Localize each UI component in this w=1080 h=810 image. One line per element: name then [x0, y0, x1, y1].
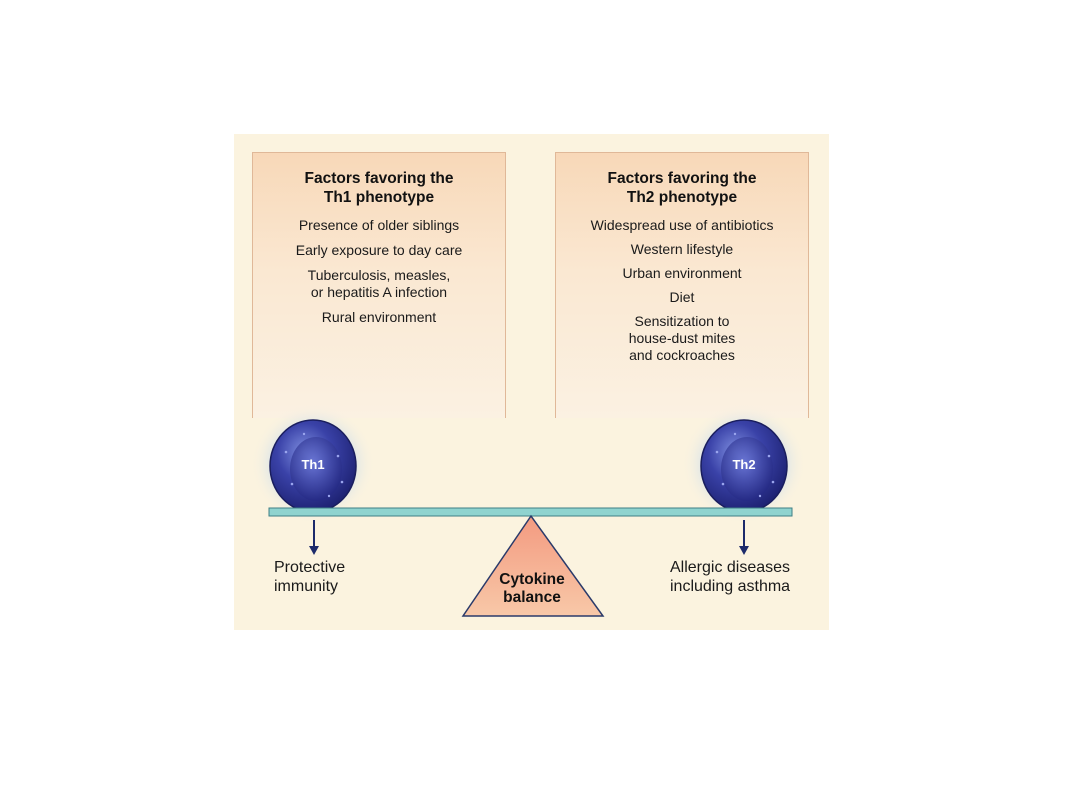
fulcrum-triangle — [461, 514, 605, 617]
th1-panel-title: Factors favoring the Th1 phenotype — [304, 170, 454, 206]
th2-factor-item: Western lifestyle — [630, 241, 734, 257]
th1-factor-item: Early exposure to day care — [295, 242, 463, 258]
balance-beam — [268, 507, 793, 517]
th2-factors-panel: Factors favoring the Th2 phenotype Wides… — [555, 152, 809, 418]
cytokine-balance-label: Cytokine balance — [499, 571, 565, 606]
th2-factor-item: Widespread use of antibiotics — [590, 217, 774, 233]
th2-cell-label: Th2 — [732, 457, 755, 472]
th1-factor-item: Presence of older siblings — [298, 217, 460, 233]
th2-cell: Th2 — [682, 404, 806, 524]
th2-factor-item: Sensitization to house-dust mites and co… — [628, 313, 736, 363]
allergic-diseases-label: Allergic diseases including asthma — [670, 559, 791, 595]
balance-diagram: Th1 Th2 — [251, 404, 806, 617]
left-arrow-icon — [309, 520, 319, 555]
th1-factor-item: Tuberculosis, measles, or hepatitis A in… — [307, 267, 451, 300]
th1-factor-item: Rural environment — [321, 309, 437, 325]
th2-factor-item: Urban environment — [622, 265, 742, 281]
th2-factor-item: Diet — [669, 289, 695, 305]
th2-factors-list: Widespread use of antibiotics Western li… — [556, 217, 808, 364]
right-arrow-icon — [739, 520, 749, 555]
th1-factors-list: Presence of older siblings Early exposur… — [253, 217, 505, 326]
protective-immunity-label: Protective immunity — [274, 559, 346, 595]
th1-cell-label: Th1 — [301, 457, 324, 472]
th2-panel-title: Factors favoring the Th2 phenotype — [607, 170, 757, 206]
cytokine-balance-figure: Factors favoring the Th1 phenotype Prese… — [234, 134, 829, 630]
th1-factors-panel: Factors favoring the Th1 phenotype Prese… — [252, 152, 506, 418]
th1-cell: Th1 — [251, 404, 375, 524]
